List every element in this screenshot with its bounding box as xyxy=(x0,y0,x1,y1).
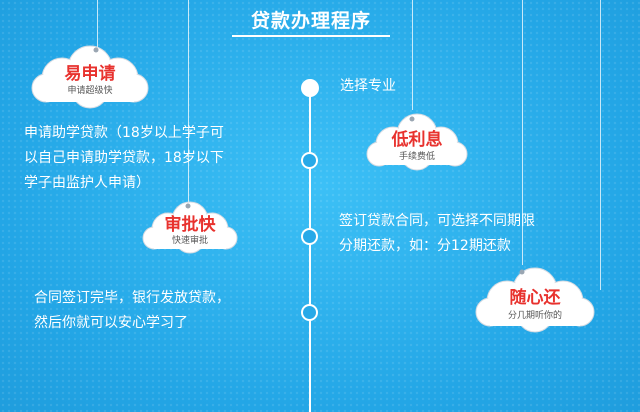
timeline-dot xyxy=(301,152,318,169)
cloud-badge-flexible-repay: 随心还 分几期听你的 xyxy=(470,262,600,334)
cloud-badge-low-interest: 低利息 手续费低 xyxy=(362,110,472,172)
step-text-apply: 申请助学贷款（18岁以上学子可 以自己申请助学贷款，18岁以下 学子由监护人申请… xyxy=(24,121,224,196)
text-line: 以自己申请助学贷款，18岁以下 xyxy=(24,150,224,166)
cloud-badge-easy-apply: 易申请 申请超级快 xyxy=(26,40,154,110)
badge-title: 随心还 xyxy=(509,288,561,308)
text-line: 选择专业 xyxy=(340,78,396,94)
badge-subtitle: 分几期听你的 xyxy=(507,311,562,321)
text-line: 申请助学贷款（18岁以上学子可 xyxy=(24,125,224,141)
cloud-icon xyxy=(31,45,149,109)
badge-title: 审批快 xyxy=(164,215,216,235)
cloud-icon xyxy=(366,113,468,171)
cloud-icon xyxy=(142,201,238,254)
text-line: 学子由监护人申请） xyxy=(24,175,150,191)
step-text-disburse: 合同签订完毕，银行发放贷款， 然后你就可以安心学习了 xyxy=(34,286,230,336)
timeline-line xyxy=(309,86,311,412)
badge-title: 低利息 xyxy=(391,130,443,150)
hanging-string xyxy=(522,0,523,265)
hanging-string xyxy=(412,0,413,110)
hanging-string xyxy=(600,0,601,290)
cloud-icon xyxy=(475,267,595,333)
page-title: 贷款办理程序 xyxy=(250,10,371,32)
badge-subtitle: 手续费低 xyxy=(398,152,435,162)
title-underline xyxy=(232,35,390,37)
text-line: 然后你就可以安心学习了 xyxy=(34,315,188,331)
text-line: 签订贷款合同，可选择不同期限 xyxy=(339,213,535,229)
text-line: 分期还款，如：分12期还款 xyxy=(339,238,511,254)
timeline-dot xyxy=(301,228,318,245)
text-line: 合同签订完毕，银行发放贷款， xyxy=(34,290,230,306)
timeline-dot-active xyxy=(301,79,319,97)
hanging-string xyxy=(188,0,189,210)
timeline-dot xyxy=(301,304,318,321)
hanging-string xyxy=(97,0,98,48)
badge-subtitle: 快速审批 xyxy=(171,236,208,246)
step-text-contract: 签订贷款合同，可选择不同期限 分期还款，如：分12期还款 xyxy=(339,209,535,259)
cloud-badge-fast-approval: 审批快 快速审批 xyxy=(138,198,242,256)
step-text-select-major: 选择专业 xyxy=(340,74,396,99)
badge-title: 易申请 xyxy=(64,64,116,84)
badge-subtitle: 申请超级快 xyxy=(67,86,113,96)
